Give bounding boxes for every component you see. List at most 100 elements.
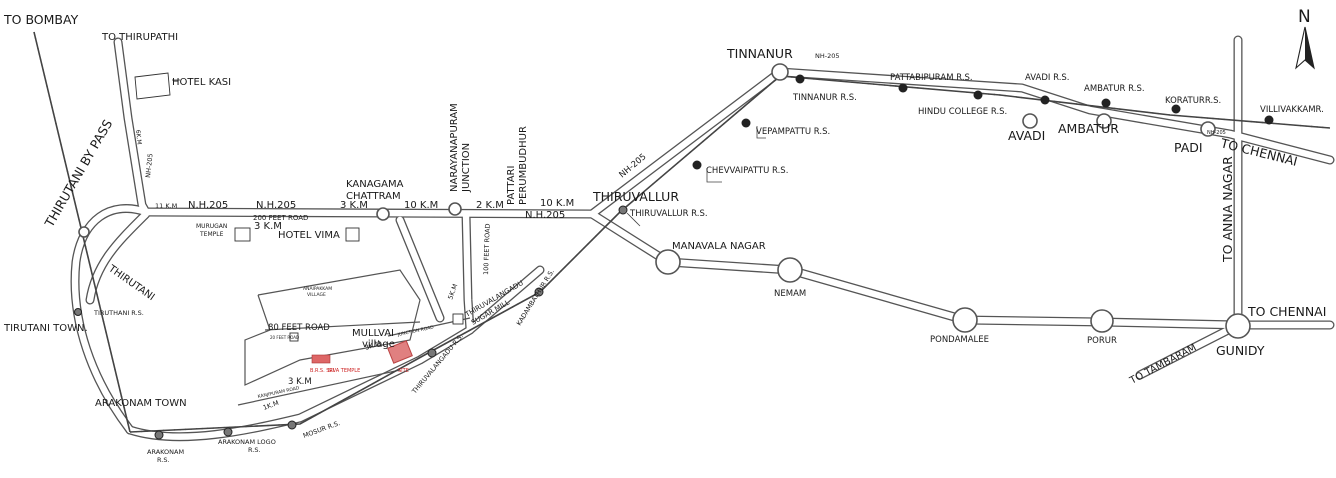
label-nh205-padi: NH-205 xyxy=(1207,130,1226,136)
station-dot-arakonam-logo xyxy=(223,427,233,437)
label-site: SITE xyxy=(398,368,409,374)
compass-label: N xyxy=(1298,7,1311,27)
circle-gunidy xyxy=(1225,313,1251,339)
label-murugan-2: TEMPLE xyxy=(199,231,224,238)
label-arakonam-town: ARAKONAM TOWN xyxy=(95,398,187,409)
circle-porur xyxy=(1090,309,1114,333)
label-padi: PADI xyxy=(1174,140,1203,155)
landmark-boxes xyxy=(134,72,766,364)
station-dot-arakonam xyxy=(154,430,164,440)
label-pattabipuram-rs: PATTABIPURAM R.S. xyxy=(890,73,973,83)
label-100ft-road: 100 FEET ROAD xyxy=(482,223,492,275)
label-thirutani: THIRUTANI xyxy=(105,263,156,303)
label-arakonam-logo-rs-2: R.S. xyxy=(248,446,261,454)
station-dot-villivakkam xyxy=(1264,115,1274,125)
label-to-tambaram: TO TAMBARAM xyxy=(1127,342,1198,387)
label-arakonam-rs-1: ARAKONAM xyxy=(147,448,184,456)
label-porur: PORUR xyxy=(1087,336,1117,346)
label-pattari-2: PERUMBUDHUR xyxy=(518,126,529,205)
label-hindu-college-rs: HINDU COLLEGE R.S. xyxy=(918,107,1007,117)
label-anaipakkam-1: ANAIPAKKAM xyxy=(303,286,332,292)
label-murugan-1: MURUGAN xyxy=(196,223,227,230)
village-marker xyxy=(289,332,299,342)
label-narayanapuram-2: JUNCTION xyxy=(461,143,472,193)
label-tinnanur-rs: TINNANUR R.S. xyxy=(792,93,857,103)
station-markers xyxy=(74,74,1274,440)
station-dot-ambatur xyxy=(1101,98,1111,108)
station-dot-chevvaipattu xyxy=(692,160,702,170)
circle-pondamalee xyxy=(952,307,978,333)
label-ambatur: AMBATUR xyxy=(1058,121,1119,136)
label-to-chennai-right: TO CHENNAI xyxy=(1247,304,1326,319)
station-dot-thiruvallur xyxy=(618,205,628,215)
label-kanagama-2: CHATTRAM xyxy=(346,191,401,202)
circle-nemam xyxy=(777,257,803,283)
hotel-kasi-marker xyxy=(134,72,171,100)
label-tirutani-town: TIRUTANI TOWN. xyxy=(3,323,88,334)
label-tinnanur: TINNANUR xyxy=(726,46,793,61)
label-nh205-b: N.H.205 xyxy=(256,200,296,211)
label-hotel-vima: HOTEL VIMA xyxy=(278,230,340,241)
label-junction-road: JUNCTION ROAD xyxy=(396,324,435,338)
road-kanjipuram xyxy=(237,369,401,406)
label-arakonam-logo-rs-1: ARAKONAM LOGO xyxy=(218,438,276,446)
label-mullvai-2: village xyxy=(362,339,395,350)
label-mullvai-1: MULLVAI xyxy=(352,328,394,339)
station-dot-kadambathur xyxy=(534,287,544,297)
label-mosur-rs: MOSUR R.S. xyxy=(302,419,341,440)
label-to-thirupathi: TO THIRUPATHI xyxy=(101,32,178,43)
label-nh205-a: N.H.205 xyxy=(188,200,228,211)
label-dist-10km-b: 10 K.M xyxy=(540,198,574,209)
label-thiruvallur: THIRUVALLUR xyxy=(592,189,679,204)
label-nh205-c: N.H.205 xyxy=(525,210,565,221)
label-200ft-road: 200 FEET ROAD xyxy=(253,214,308,222)
circle-manavala xyxy=(655,249,681,275)
circle-bypass xyxy=(78,226,90,238)
label-pattari-1: PATTARI xyxy=(506,166,517,205)
label-to-bombay: TO BOMBAY xyxy=(3,12,79,27)
circle-narayanapuram xyxy=(448,202,462,216)
label-dist-6km: 6K.M xyxy=(134,129,143,144)
label-dist-5km: 5K.M xyxy=(446,283,459,301)
label-pondamalee: PONDAMALEE xyxy=(930,335,989,345)
station-dot-vepampattu xyxy=(741,118,751,128)
site-marker xyxy=(387,340,413,364)
label-red-1: B.R.S. SRI xyxy=(310,368,334,374)
road-80ft xyxy=(264,321,421,331)
circle-tinnanur xyxy=(771,63,789,81)
sugar-mill-marker xyxy=(452,313,464,325)
compass-rose: N xyxy=(1295,7,1315,70)
station-dot-tiruthani xyxy=(74,308,82,316)
station-dot-thiruvalangadu xyxy=(427,348,437,358)
label-80ft-road: 80 FEET ROAD xyxy=(268,323,330,333)
label-dist-2km: 2 K.M xyxy=(476,200,504,211)
label-thiruvallur-rs: THIRUVALLUR R.S. xyxy=(629,209,708,219)
town-circles xyxy=(78,63,1251,339)
label-vepampattu-rs: VEPAMPATTU R.S. xyxy=(756,127,830,137)
temple-marker xyxy=(311,354,331,364)
hotel-vima-marker xyxy=(345,227,360,242)
label-villivakkam-rs: VILLIVAKKAMR. xyxy=(1260,105,1324,115)
label-hotel-kasi: HOTEL KASI xyxy=(172,77,231,88)
circle-ambatur xyxy=(1096,113,1112,129)
label-ambatur-rs: AMBATUR R.S. xyxy=(1084,84,1145,94)
label-avadi: AVADI xyxy=(1008,128,1045,143)
label-nh205-top: NH-205 xyxy=(815,52,840,60)
station-dot-mosur xyxy=(287,420,297,430)
murugan-temple-marker xyxy=(234,227,251,242)
label-kanagama-1: KANAGAMA xyxy=(346,179,404,190)
label-dist-3km-c: 3 K.M xyxy=(288,377,312,387)
label-narayanapuram-1: NARAYANAPURAM xyxy=(449,103,460,192)
label-dist-3km-b: 3 K.M xyxy=(254,221,282,232)
label-gunidy: GUNIDY xyxy=(1216,343,1265,358)
label-anaipakkam-2: VILLAGE xyxy=(307,292,326,298)
road-village-loop xyxy=(244,269,421,386)
label-dist-10km-a: 10 K.M xyxy=(404,200,438,211)
road-network xyxy=(70,35,1335,442)
station-dot-pattabipuram xyxy=(898,83,908,93)
label-dist-11km: 11 K.M xyxy=(155,202,177,210)
circle-avadi xyxy=(1022,113,1038,129)
label-nemam: NEMAM xyxy=(774,289,806,299)
station-dot-avadi xyxy=(1040,95,1050,105)
label-koratur-rs: KORATURR.S. xyxy=(1165,96,1221,106)
